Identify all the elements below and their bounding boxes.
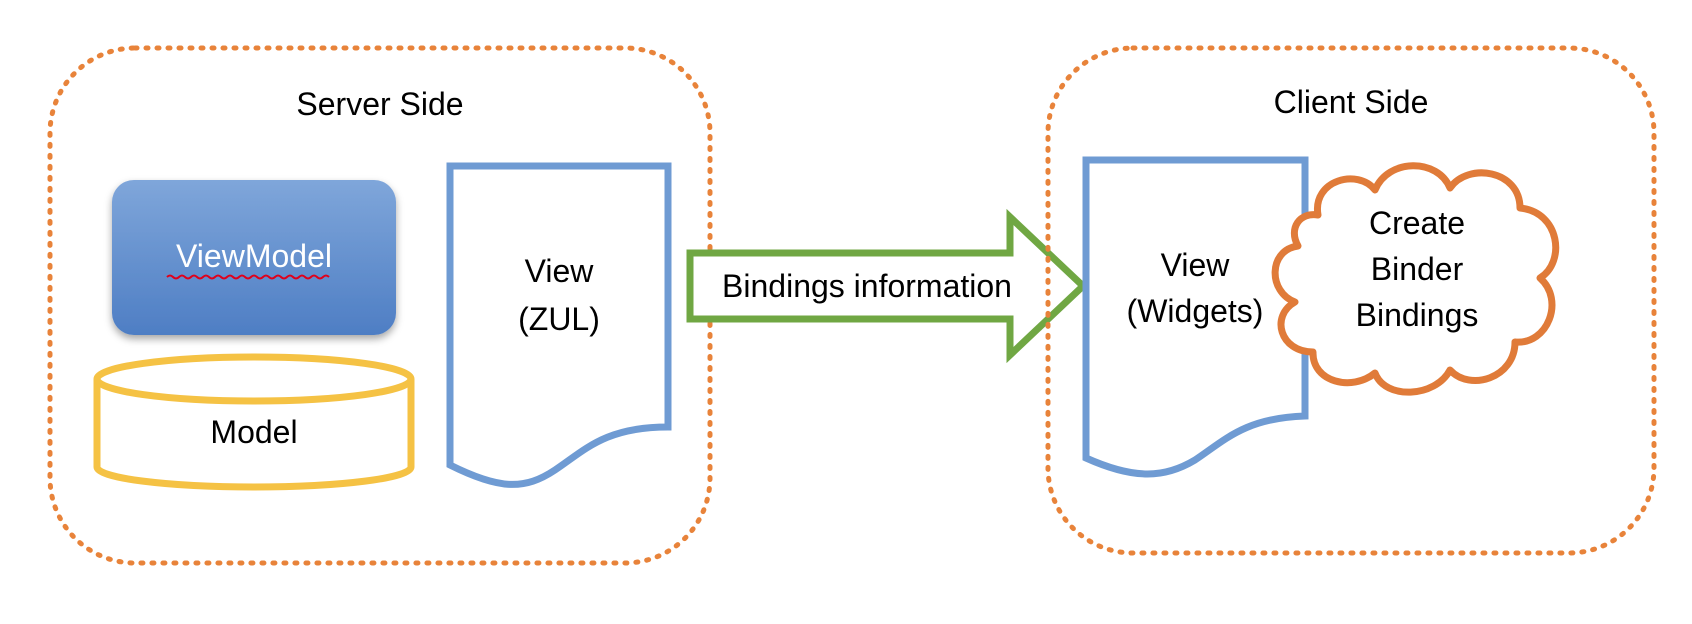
create-binder-cloud: Create Binder Bindings — [1271, 162, 1560, 396]
client-side-title: Client Side — [1274, 84, 1429, 120]
view-widgets-line-1: View — [1161, 247, 1231, 283]
cloud-line-2: Binder — [1371, 251, 1464, 287]
view-widgets-document: View (Widgets) — [1082, 156, 1309, 478]
model-label: Model — [210, 414, 297, 450]
viewmodel-label: ViewModel — [176, 238, 332, 274]
bindings-arrow-label: Bindings information — [722, 268, 1012, 304]
viewmodel-box: ViewModel — [112, 180, 396, 335]
client-side-region — [1045, 45, 1657, 556]
model-cylinder: Model — [93, 353, 415, 491]
server-side-title: Server Side — [296, 86, 463, 122]
view-widgets-line-2: (Widgets) — [1127, 293, 1264, 329]
view-zul-line-2: (ZUL) — [518, 301, 600, 337]
cloud-line-3: Bindings — [1356, 297, 1479, 333]
view-zul-line-1: View — [525, 253, 595, 289]
bindings-arrow: Bindings information — [686, 208, 1089, 364]
view-zul-document: View (ZUL) — [446, 162, 672, 488]
spellcheck-underline — [166, 274, 330, 280]
cloud-line-1: Create — [1369, 205, 1465, 241]
